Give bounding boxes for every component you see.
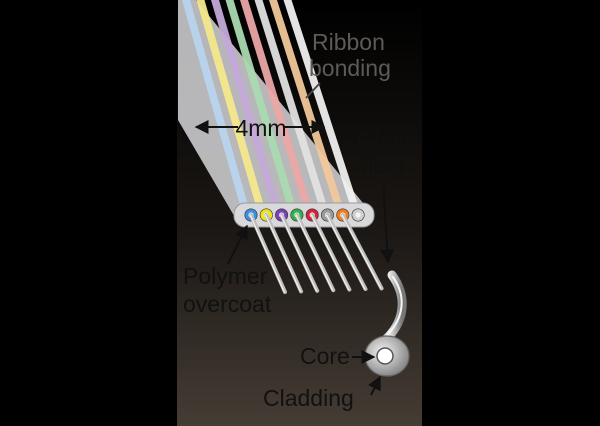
glass-fiber-arrow — [380, 181, 395, 264]
glass-fiber-highlight-5 — [310, 214, 350, 291]
glass-fiber-4 — [294, 213, 336, 293]
glass-fiber-highlight-3 — [280, 214, 317, 292]
ribbon-stripe-2 — [196, 0, 267, 216]
polymer-overcoat-arrow — [227, 224, 248, 265]
ribbon-stripe-5 — [240, 0, 315, 216]
glass-fiber-3 — [279, 213, 320, 293]
ribbon-cable — [178, 0, 375, 228]
glass-fiber-highlight-4 — [295, 214, 334, 291]
ribbon-stripe-3 — [211, 0, 283, 216]
glass-fibers — [249, 213, 384, 294]
glass-fiber-highlight-6 — [326, 214, 366, 290]
ribbon-stripe-7 — [269, 0, 346, 216]
bent-fiber-highlight — [383, 276, 403, 339]
width-label: 4mm — [235, 115, 286, 141]
glass-fiber-highlight-1 — [249, 214, 285, 293]
overcoat-core-8 — [355, 212, 361, 218]
polymer-overcoat-label-line1: Polymer — [183, 263, 268, 289]
ribbon-stripe-6 — [254, 0, 330, 216]
ribbon-bonding-label-line1: Ribbon — [312, 29, 385, 55]
glass-fiber-highlight-2 — [264, 214, 301, 292]
ribbon-bonding-pointer — [305, 82, 321, 99]
core-disc — [376, 347, 394, 365]
glass-fiber-7 — [340, 213, 384, 291]
cladding-arrow — [368, 375, 381, 396]
ribbon-stripe-1 — [182, 0, 251, 216]
glass-fiber-label-line2: fiber — [362, 153, 407, 179]
core-label: Core — [300, 343, 350, 369]
glass-fiber-2 — [264, 213, 304, 294]
fiber-cross-section — [364, 335, 410, 377]
glass-fiber-5 — [310, 213, 352, 292]
glass-fiber-label-line1: Glass — [357, 127, 416, 153]
glass-fiber-1 — [249, 213, 287, 294]
ribbon-stripe-8 — [283, 0, 362, 216]
glass-fiber-highlight-7 — [341, 214, 382, 289]
cladding-label: Cladding — [263, 385, 354, 411]
ribbon-bonding-label-line2: bonding — [309, 55, 391, 81]
ribbon-stripe-4 — [225, 0, 299, 216]
width-dimension: 4mm — [194, 115, 326, 141]
glass-fiber-6 — [325, 213, 368, 291]
polymer-overcoat-label-line2: overcoat — [183, 291, 272, 317]
